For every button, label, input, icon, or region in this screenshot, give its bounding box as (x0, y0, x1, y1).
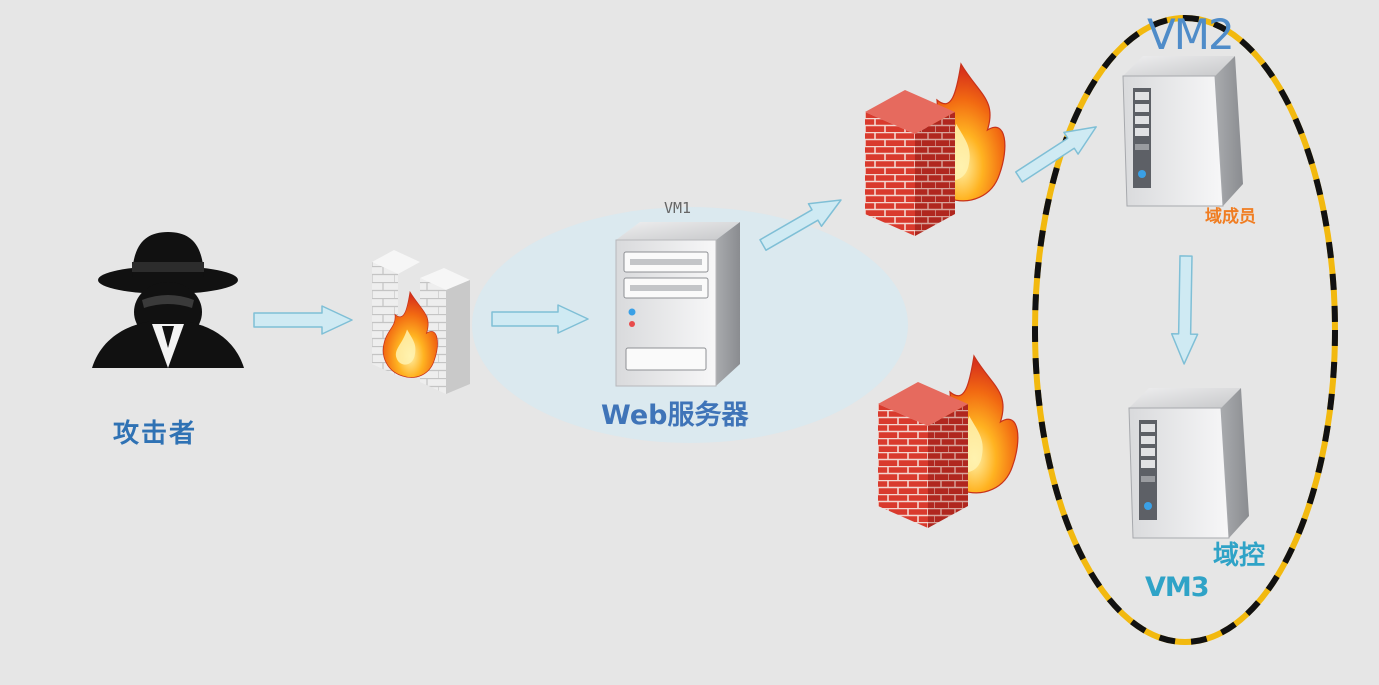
arrow-firewall-to-vm2 (1014, 126, 1097, 183)
hacker-icon (92, 232, 244, 368)
arrow-attacker-to-firewall (253, 305, 353, 335)
attacker-label: 攻击者 (113, 419, 198, 449)
vm1-label: VM1 (664, 199, 692, 217)
server-icon (615, 221, 741, 387)
domain-controller-label: 域控 (1213, 541, 1266, 571)
vm2-label: VM2 (1147, 10, 1235, 59)
firewall-icon (878, 355, 1019, 528)
server-icon (1128, 387, 1250, 539)
arrow-server-to-firewall (759, 199, 842, 251)
firewall-icon (372, 250, 470, 394)
arrow-firewall-to-server (491, 304, 589, 334)
domain-member-label: 域成员 (1205, 207, 1256, 227)
server-icon (1122, 55, 1244, 207)
web-server-label: Web服务器 (601, 400, 749, 431)
arrow-vm2-to-vm3 (1170, 255, 1199, 365)
vm3-label: VM3 (1145, 572, 1210, 603)
firewall-icon (865, 63, 1006, 236)
